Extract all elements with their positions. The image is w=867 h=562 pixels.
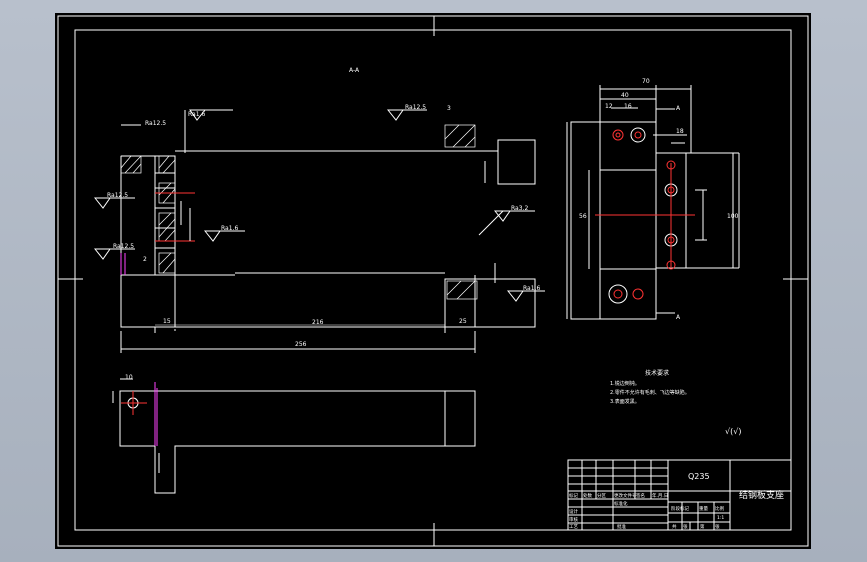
weight-label: 重量 [699, 505, 708, 512]
row-label-process: 工艺 [569, 524, 578, 530]
dim-216: 216 [312, 319, 324, 326]
tech-req-item-2: 2.零件不允许有毛刺、飞边等缺陷。 [610, 389, 690, 396]
inner-border [74, 29, 792, 531]
main-section-view [93, 109, 545, 353]
dim-2: 2 [143, 256, 147, 263]
dim-3: 3 [447, 105, 451, 112]
approve-label: 批准 [617, 523, 626, 530]
section-mark-top: A [676, 105, 681, 112]
dim-70: 70 [642, 78, 650, 85]
roughness-note: √(√) [725, 427, 741, 436]
row-label-review: 审核 [569, 516, 578, 523]
bottom-view [112, 378, 476, 494]
stage-label: 阶段标记 [671, 505, 689, 512]
ra-3-2-right: Ra3.2 [511, 205, 528, 212]
dim-100: 100 [727, 213, 739, 220]
sheet-number-label: 第 [700, 523, 705, 530]
dim-40: 40 [621, 92, 629, 99]
drawing-sheet: A-A 216 256 25 15 40 70 16 12 18 100 10 … [55, 13, 811, 549]
ra-12-5-top: Ra12.5 [145, 120, 166, 127]
cad-canvas[interactable]: A-A 216 256 25 15 40 70 16 12 18 100 10 … [55, 13, 811, 549]
outer-border [57, 15, 809, 547]
ra-12-5-upper: Ra12.5 [405, 104, 426, 111]
ra-1-6-top: Ra1.6 [188, 111, 205, 118]
tech-req-item-3: 3.表面发黑。 [610, 398, 640, 405]
dim-25: 25 [459, 318, 467, 325]
title-block-frame [567, 459, 792, 531]
ra-12-5-lower: Ra12.5 [113, 243, 134, 250]
header-signature: 签名 [636, 492, 645, 499]
row-label-design: 设计 [569, 508, 578, 515]
dim-16: 16 [624, 103, 632, 110]
side-view [566, 85, 740, 320]
header-date: 年.月.日 [652, 492, 668, 499]
row-label-mark: 标记 [569, 492, 578, 499]
header-change-doc: 更改文件号 [614, 492, 637, 499]
header-count: 处数 [583, 492, 592, 499]
material-label: Q235 [688, 472, 710, 481]
ra-1-6-right: Ra1.6 [523, 285, 540, 292]
dim-12: 12 [605, 103, 613, 110]
dim-18: 18 [676, 128, 684, 135]
scale-label: 比例 [715, 505, 724, 512]
dim-56: 56 [579, 213, 587, 220]
section-label: A-A [349, 67, 360, 74]
section-mark-bottom: A [676, 314, 681, 321]
header-zone: 分区 [597, 492, 606, 499]
dim-15: 15 [163, 318, 171, 325]
sheet-unit-2: 张 [715, 523, 720, 530]
sheet-unit-1: 张 [683, 523, 688, 530]
tech-req-title: 技术要求 [645, 369, 669, 377]
sheet-total-label: 共 [672, 523, 677, 530]
ra-12-5-left: Ra12.5 [107, 192, 128, 199]
scale-value: 1:1 [717, 515, 724, 521]
part-name: 结钢板支座 [739, 489, 784, 501]
dim-256: 256 [295, 341, 307, 348]
dim-10: 10 [125, 374, 133, 381]
ra-1-6-mid: Ra1.6 [221, 225, 238, 232]
tech-req-item-1: 1.锐边倒钝。 [610, 380, 640, 387]
std-label: 标准化 [614, 500, 628, 507]
